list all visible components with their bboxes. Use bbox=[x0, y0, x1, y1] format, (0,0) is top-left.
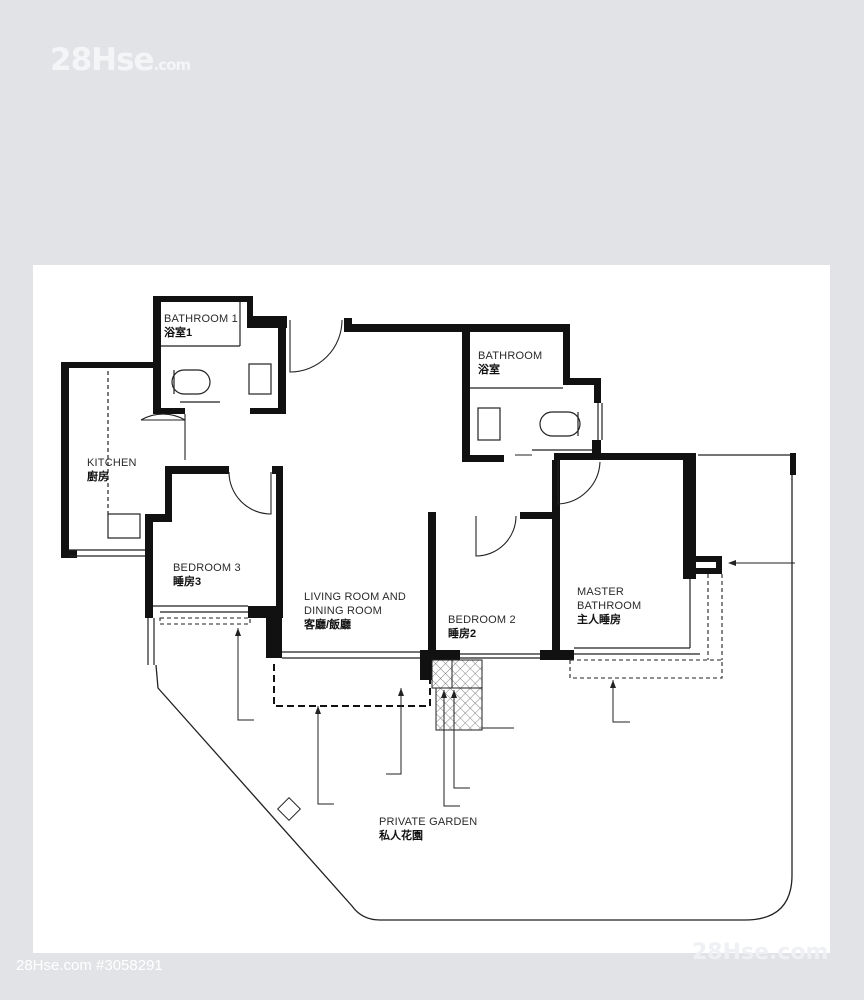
label-kitchen-en: KITCHEN bbox=[87, 457, 137, 469]
garden-boundary bbox=[155, 455, 793, 921]
fixtures bbox=[107, 363, 581, 539]
leader-lines bbox=[237, 562, 795, 807]
dashed-outlines bbox=[159, 574, 723, 679]
label-bedroom-2-zh: 睡房2 bbox=[448, 628, 477, 640]
label-bathroom: BATHROOM 浴室 bbox=[478, 349, 542, 377]
walls bbox=[61, 296, 722, 680]
planter-hatch-upper bbox=[431, 659, 483, 689]
label-bathroom-en: BATHROOM bbox=[478, 350, 543, 362]
listing-id: 28Hse.com #3058291 bbox=[16, 957, 163, 974]
label-bedroom-3-zh: 睡房3 bbox=[173, 576, 202, 588]
label-garden-en: PRIVATE GARDEN bbox=[379, 816, 478, 828]
label-bathroom-1-en: BATHROOM 1 bbox=[164, 313, 238, 325]
door-swings bbox=[140, 319, 601, 557]
bottom-watermark: 28Hse.com bbox=[692, 940, 829, 965]
leader-arrowheads bbox=[235, 560, 736, 714]
label-kitchen-zh: 廚房 bbox=[87, 471, 109, 483]
label-living-en-line1: LIVING ROOM AND bbox=[304, 591, 407, 603]
label-master-zh: 主人睡房 bbox=[577, 614, 621, 626]
thin-walls bbox=[69, 302, 700, 665]
watermark-main: 28Hse bbox=[50, 42, 155, 78]
site-watermark-logo: 28Hse.com bbox=[50, 42, 192, 78]
label-bathroom-1: BATHROOM 1 浴室1 bbox=[164, 312, 238, 340]
label-master-en-line1: MASTER bbox=[577, 586, 625, 598]
label-living-zh: 客廳/飯廳 bbox=[304, 619, 352, 631]
label-living-dining: LIVING ROOM AND DINING ROOM 客廳/飯廳 bbox=[304, 590, 406, 632]
garden-drain bbox=[276, 796, 302, 822]
label-bedroom-3: BEDROOM 3 睡房3 bbox=[173, 561, 241, 589]
label-kitchen: KITCHEN 廚房 bbox=[87, 456, 137, 484]
label-bedroom-2-en: BEDROOM 2 bbox=[448, 614, 516, 626]
label-bathroom-1-zh: 浴室1 bbox=[164, 327, 193, 339]
label-private-garden: PRIVATE GARDEN 私人花園 bbox=[379, 815, 477, 843]
label-bathroom-zh: 浴室 bbox=[478, 364, 500, 376]
label-master: MASTER BATHROOM 主人睡房 bbox=[577, 585, 641, 627]
label-garden-zh: 私人花園 bbox=[379, 830, 423, 842]
label-bedroom-3-en: BEDROOM 3 bbox=[173, 562, 241, 574]
living-bay-outline bbox=[273, 664, 431, 707]
floor-plan-sheet: BATHROOM 1 浴室1 BATHROOM 浴室 KITCHEN 廚房 BE… bbox=[33, 265, 830, 953]
label-bedroom-2: BEDROOM 2 睡房2 bbox=[448, 613, 516, 641]
floor-plan-drawing bbox=[61, 296, 796, 921]
watermark-suffix: .com bbox=[153, 56, 192, 74]
garden-end-post bbox=[790, 453, 796, 475]
label-living-en-line2: DINING ROOM bbox=[304, 605, 382, 617]
label-master-en-line2: BATHROOM bbox=[577, 600, 642, 612]
